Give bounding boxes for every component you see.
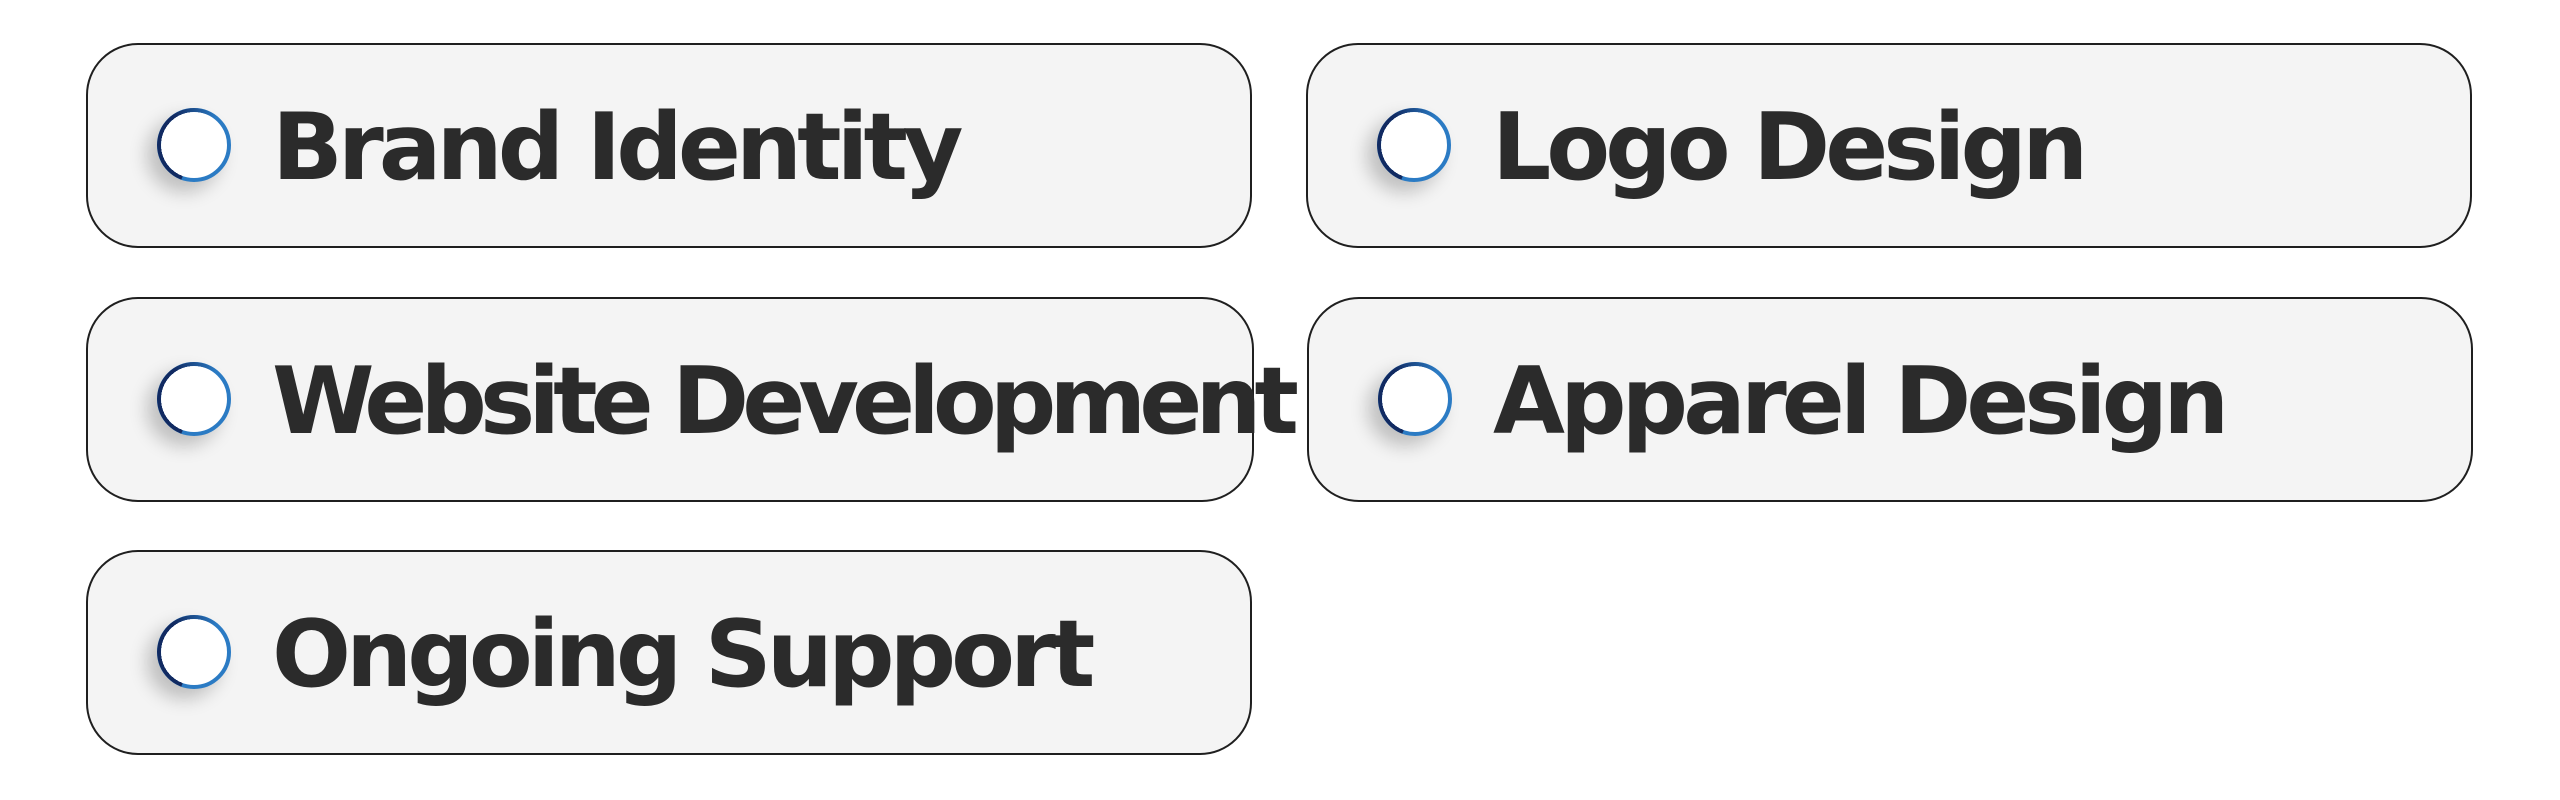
option-label: Website Development (272, 347, 1299, 455)
option-label: Brand Identity (272, 93, 964, 201)
option-label: Ongoing Support (272, 600, 1095, 708)
option-label: Apparel Design (1493, 347, 2229, 455)
radio-button-icon[interactable] (157, 615, 231, 689)
radio-button-icon[interactable] (157, 362, 231, 436)
radio-button-icon[interactable] (157, 108, 231, 182)
option-brand-identity[interactable]: Brand Identity (86, 43, 1252, 248)
option-logo-design[interactable]: Logo Design (1306, 43, 2472, 248)
option-label: Logo Design (1492, 93, 2088, 201)
option-website-development[interactable]: Website Development (86, 297, 1299, 502)
radio-button-icon[interactable] (1378, 362, 1452, 436)
radio-button-icon[interactable] (1377, 108, 1451, 182)
option-apparel-design[interactable]: Apparel Design (1307, 297, 2473, 502)
option-ongoing-support[interactable]: Ongoing Support (86, 550, 1252, 755)
